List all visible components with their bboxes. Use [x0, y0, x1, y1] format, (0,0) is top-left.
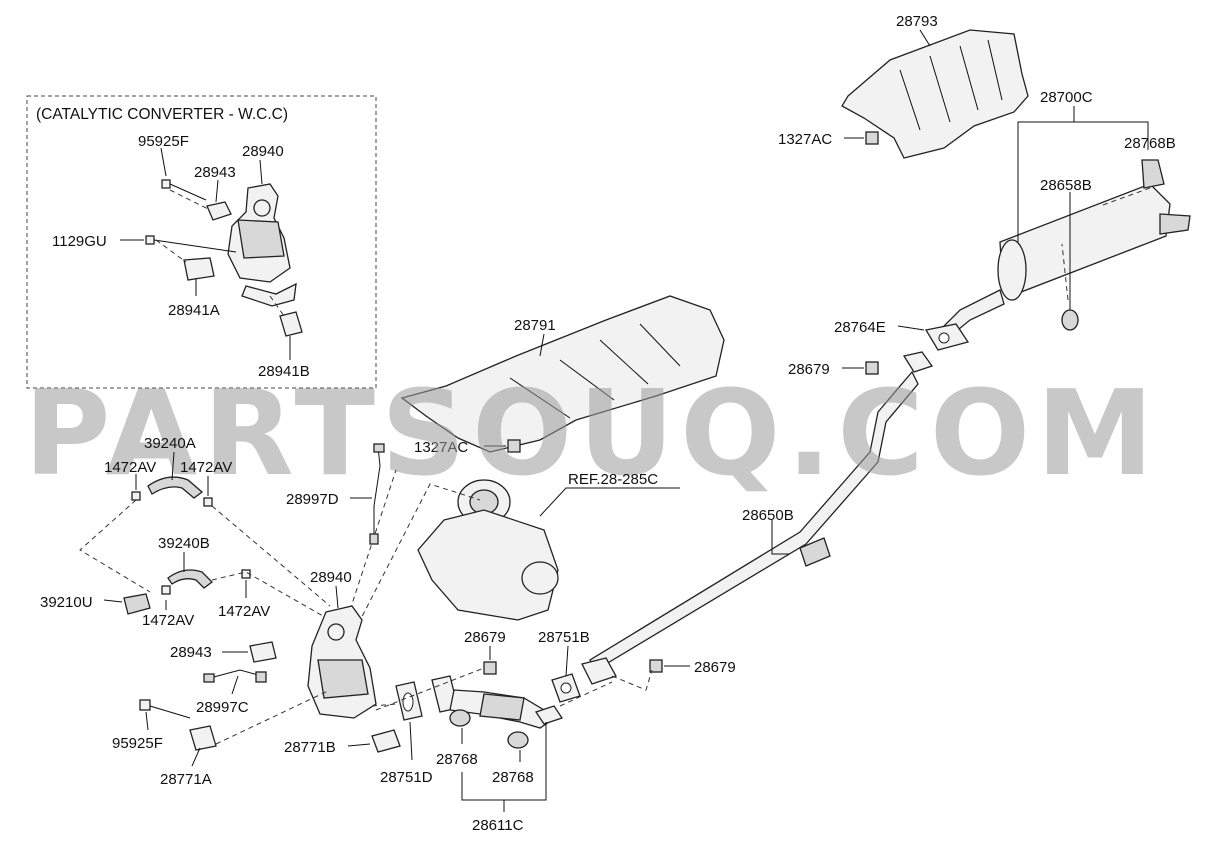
label-1327ac-top: 1327AC — [778, 131, 832, 148]
hanger-28658b[interactable] — [1061, 309, 1079, 331]
box-bracket-28943[interactable] — [206, 201, 232, 221]
label-28940-box: 28940 — [242, 143, 284, 160]
bracket-28771b[interactable] — [371, 729, 401, 753]
label-28941b: 28941B — [258, 363, 310, 380]
clip-1472av-a[interactable] — [131, 491, 141, 501]
catalytic-converter-28940[interactable] — [307, 605, 377, 719]
front-pipe-28611c[interactable] — [431, 675, 564, 729]
hose-39240b[interactable] — [167, 569, 213, 589]
box-bracket-28941b[interactable] — [279, 311, 303, 337]
label-28791: 28791 — [514, 317, 556, 334]
nut-28679-mid[interactable] — [483, 661, 497, 675]
label-1472av-a: 1472AV — [104, 459, 156, 476]
gasket-28751d[interactable] — [395, 681, 423, 721]
label-28700c: 28700C — [1040, 89, 1093, 106]
label-28611c: 28611C — [472, 817, 524, 834]
label-28793: 28793 — [896, 13, 938, 30]
label-1129gu: 1129GU — [52, 233, 107, 250]
clip-1472av-b[interactable] — [203, 497, 213, 507]
clip-1472av-c[interactable] — [161, 585, 171, 595]
label-1472av-d: 1472AV — [218, 603, 270, 620]
bracket-28771a[interactable] — [189, 725, 217, 751]
label-28997d: 28997D — [286, 491, 339, 508]
heat-shield-28793[interactable] — [841, 29, 1029, 159]
box-bolt-95925f[interactable] — [161, 179, 207, 201]
box-bracket-28941a[interactable] — [183, 257, 215, 281]
center-pipe-28650b[interactable] — [581, 351, 934, 685]
label-28997c: 28997C — [196, 699, 249, 716]
label-28679-b: 28679 — [464, 629, 506, 646]
label-39240b: 39240B — [158, 535, 210, 552]
label-28679-a: 28679 — [788, 361, 830, 378]
valve-39210u[interactable] — [123, 593, 151, 615]
nut-1327ac-mid[interactable] — [507, 439, 521, 453]
label-39210u: 39210U — [40, 594, 93, 611]
wcc-inset-box — [26, 95, 377, 389]
label-28650b: 28650B — [742, 507, 794, 524]
box-bolt-1129gu[interactable] — [145, 235, 237, 253]
nut-28679-right[interactable] — [649, 659, 663, 673]
hanger-28768b[interactable] — [1141, 159, 1165, 189]
label-28764e: 28764E — [834, 319, 886, 336]
nut-28679-top[interactable] — [865, 361, 879, 375]
label-95925f: 95925F — [112, 735, 163, 752]
label-28658b: 28658B — [1040, 177, 1092, 194]
label-28768-a: 28768 — [436, 751, 478, 768]
bracket-28943[interactable] — [249, 641, 277, 663]
hanger-28768-b[interactable] — [507, 731, 529, 749]
gasket-28764e[interactable] — [924, 323, 970, 351]
label-28771b: 28771B — [284, 739, 336, 756]
sensor-28997c[interactable] — [203, 669, 267, 683]
watermark: PARTSOUQ.COM — [24, 364, 1160, 502]
label-28943-box: 28943 — [194, 164, 236, 181]
gasket-28751b[interactable] — [551, 673, 581, 703]
label-28943: 28943 — [170, 644, 212, 661]
label-28941a: 28941A — [168, 302, 220, 319]
label-ref-28-285c: REF.28-285C — [568, 471, 658, 488]
label-28768b: 28768B — [1124, 135, 1176, 152]
label-1327ac-mid: 1327AC — [414, 439, 468, 456]
label-28679-c: 28679 — [694, 659, 736, 676]
sensor-28997d[interactable] — [369, 443, 385, 545]
label-28940: 28940 — [310, 569, 352, 586]
label-95925f-box: 95925F — [138, 133, 189, 150]
label-1472av-c: 1472AV — [142, 612, 194, 629]
label-28768-b: 28768 — [492, 769, 534, 786]
label-28751b: 28751B — [538, 629, 590, 646]
heat-shield-28791[interactable] — [400, 295, 725, 453]
label-28751d: 28751D — [380, 769, 433, 786]
bolt-95925f[interactable] — [139, 699, 191, 719]
hanger-28768-a[interactable] — [449, 709, 471, 727]
label-39240a: 39240A — [144, 435, 196, 452]
box-catalytic-converter[interactable] — [227, 183, 297, 307]
label-1472av-b: 1472AV — [180, 459, 232, 476]
label-28771a: 28771A — [160, 771, 212, 788]
turbocharger-ref[interactable] — [417, 479, 559, 621]
hose-39240a[interactable] — [147, 476, 204, 499]
nut-1327ac-top[interactable] — [865, 131, 879, 145]
wcc-inset-title: (CATALYTIC CONVERTER - W.C.C) — [36, 106, 288, 123]
